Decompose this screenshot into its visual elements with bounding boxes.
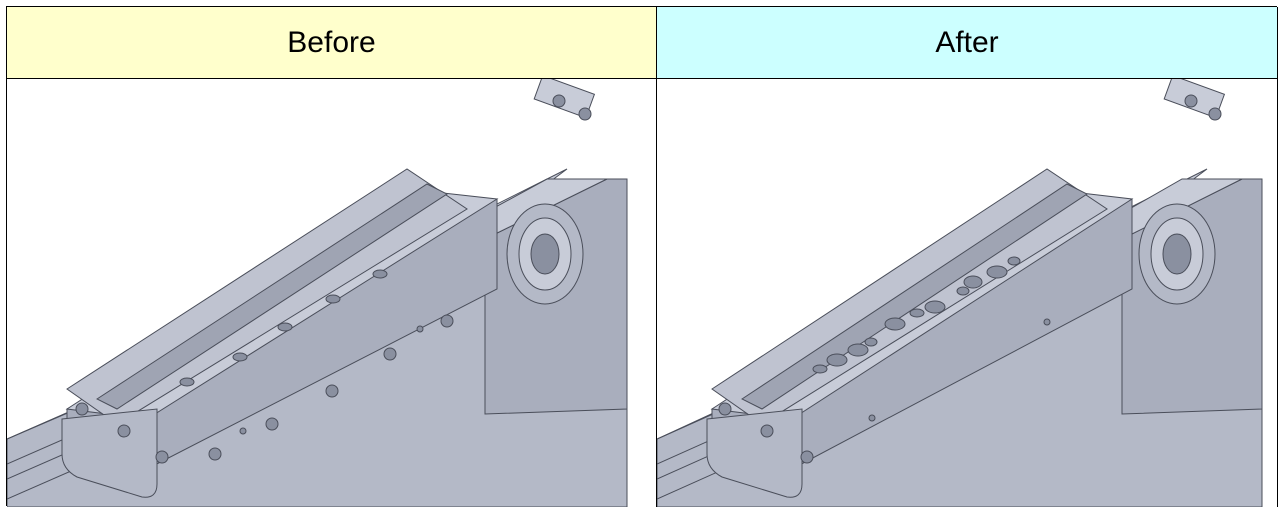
before-image-cell <box>7 79 657 507</box>
side-screw-row <box>208 314 454 461</box>
actuator-before-image <box>7 79 628 507</box>
after-image-cell <box>657 79 1278 507</box>
after-header-label: After <box>935 25 999 59</box>
side-pin-holes <box>868 318 1051 422</box>
after-header: After <box>657 7 1278 79</box>
actuator-after-image <box>657 79 1263 507</box>
carriage-foot <box>61 408 158 498</box>
before-header-label: Before <box>287 25 376 59</box>
top-hole-row <box>179 269 388 387</box>
before-header: Before <box>7 7 657 79</box>
top-hole-groups <box>812 256 1021 374</box>
comparison-table: Before After <box>6 6 1278 507</box>
